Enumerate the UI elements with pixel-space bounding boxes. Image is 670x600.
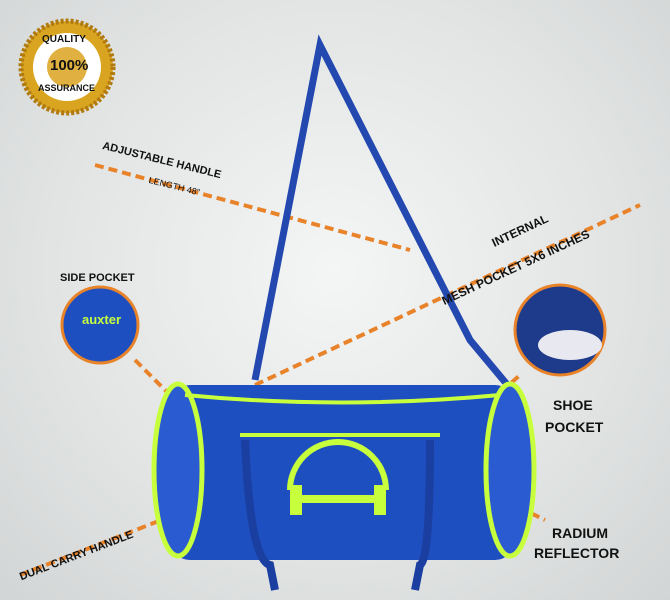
badge-center-text: 100% [50,57,89,74]
brand-logo: auxter [82,312,122,327]
headphone-logo [287,439,389,491]
label-shoe: SHOE [553,397,593,413]
quality-badge [18,18,116,116]
carry-handles [241,439,434,591]
label-pocket: POCKET [545,419,604,435]
label-radium: RADIUM [552,525,608,541]
badge-bottom-text: ASSURANCE [38,83,96,93]
badge-top-text: QUALITY [42,34,86,45]
label-side-pocket: SIDE POCKET [60,272,135,284]
shoe-pocket-inset [513,283,607,377]
duffel-bag [151,381,537,591]
side-pocket-inset [60,285,140,365]
label-reflector: REFLECTOR [534,545,620,561]
shoulder-strap [251,34,523,403]
